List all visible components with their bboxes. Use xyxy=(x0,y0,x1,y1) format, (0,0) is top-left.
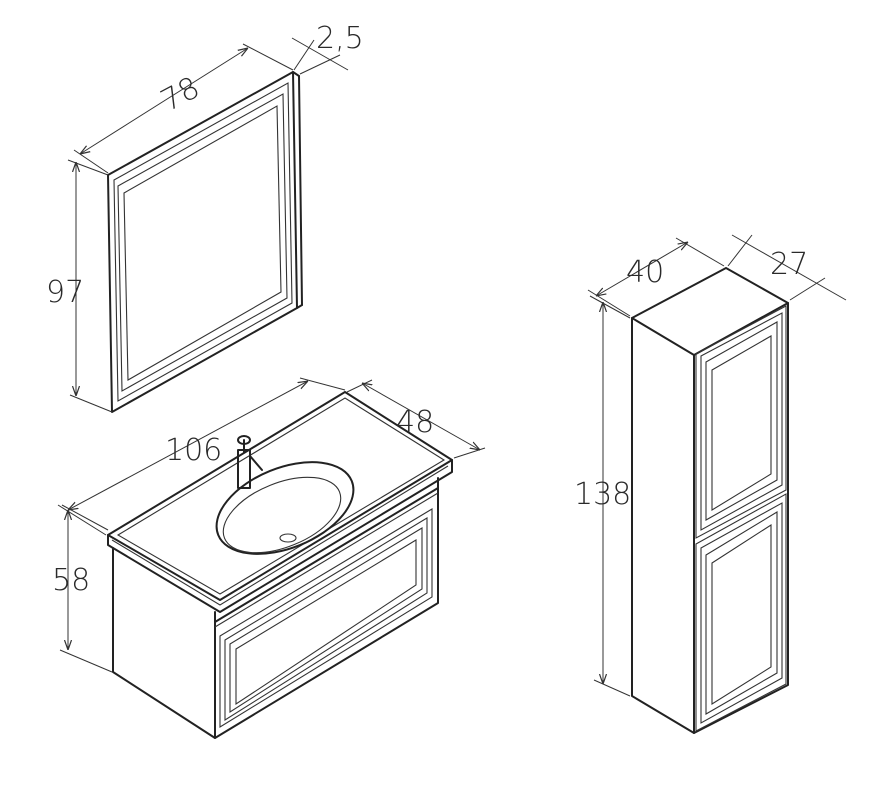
column-height-dimension xyxy=(589,295,631,697)
mirror-inner-frame xyxy=(123,105,282,381)
vanity-height-label: 58 xyxy=(52,563,90,598)
column-width-label: 40 xyxy=(626,255,664,290)
mirror xyxy=(107,71,303,413)
mirror-outer-frame xyxy=(107,71,298,413)
vanity-width-label: 106 xyxy=(165,433,222,468)
mirror-height-label: 97 xyxy=(46,275,84,310)
mirror-frame-bevel-2 xyxy=(117,93,288,392)
column-depth-dimension xyxy=(727,234,847,301)
vanity-cabinet xyxy=(107,391,453,739)
column-height-label: 138 xyxy=(574,477,631,512)
vanity-depth-label: 48 xyxy=(396,405,434,440)
column-lower-door xyxy=(695,493,787,732)
column-width-dimension xyxy=(587,237,725,317)
vanity-top-rail xyxy=(214,487,439,623)
vanity-height-dimension xyxy=(57,504,113,673)
column-depth-label: 27 xyxy=(770,247,808,282)
vanity-depth-dimension xyxy=(346,379,486,459)
basin-drain xyxy=(279,533,297,543)
vanity-width-dimension xyxy=(61,377,346,531)
mirror-width-dimension xyxy=(73,43,294,174)
faucet-spout xyxy=(249,455,263,471)
mirror-depth-dimension xyxy=(291,37,349,75)
tall-column-cabinet xyxy=(631,267,789,734)
column-upper-door xyxy=(695,305,787,539)
mirror-width-label: 78 xyxy=(155,70,205,119)
mirror-frame-bevel-1 xyxy=(113,82,293,402)
mirror-depth-label: 2,5 xyxy=(316,21,364,56)
vanity-drawer-front xyxy=(219,508,433,728)
